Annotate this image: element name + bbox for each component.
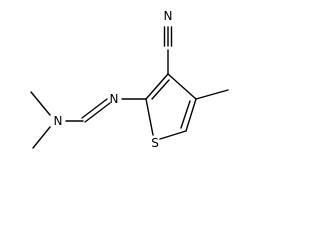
imine-double-bond-1 xyxy=(84,102,111,123)
atom-labels: N N N S xyxy=(54,9,173,150)
amine-methyl-up-bond xyxy=(30,91,51,116)
s-c2-bond xyxy=(145,98,154,136)
c4-c5-bond-inner xyxy=(180,100,191,129)
bonds xyxy=(30,26,229,149)
molecule-diagram: N N N S xyxy=(0,0,242,157)
imine-double-bond-2 xyxy=(81,98,108,119)
c5-s-bond xyxy=(159,130,187,140)
amine-n-label: N xyxy=(54,114,63,128)
structure-svg: N N N S xyxy=(30,9,229,150)
c2-c3-bond xyxy=(145,73,169,100)
c4-methyl-bond xyxy=(195,89,229,100)
nitrile-n-label: N xyxy=(164,9,173,23)
c3-c4-bond xyxy=(167,73,197,100)
amine-methyl-down-bond xyxy=(32,126,51,149)
imine-n-label: N xyxy=(110,92,119,106)
thiophene-s-label: S xyxy=(151,136,159,150)
c4-c5-bond xyxy=(185,98,197,132)
c2-c3-bond-inner xyxy=(151,79,170,100)
